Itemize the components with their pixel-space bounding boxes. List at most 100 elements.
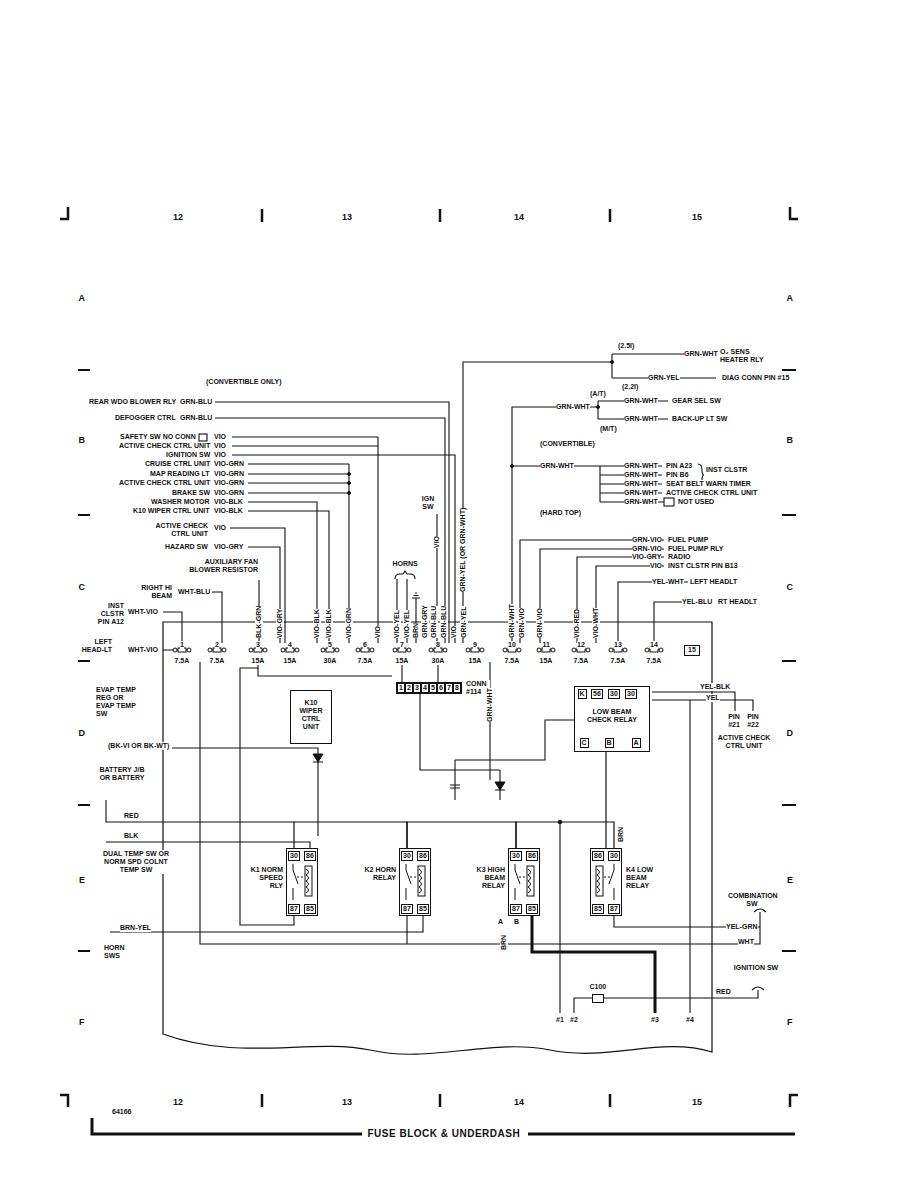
wire-label: CRUISE CTRL UNIT (145, 460, 210, 468)
wire-label: RT HEADLT (718, 598, 757, 606)
wire-label: GRN-BLU (180, 414, 212, 422)
grid-reference: 14 (514, 212, 524, 222)
relay-name: K3 HIGH BEAM RELAY (467, 866, 505, 890)
pin-number: 6 (439, 684, 443, 692)
wire-label: GRN-YEL (460, 607, 468, 639)
relay-name: K4 LOW BEAM RELAY (626, 866, 664, 890)
grid-frame (60, 207, 798, 1134)
wire-label: (HARD TOP) (540, 509, 581, 517)
fuse-number: 4 (288, 641, 292, 649)
fuse-rating: 15A (540, 657, 553, 665)
wire-label: VIO (450, 626, 458, 638)
grid-reference: 12 (173, 1097, 183, 1107)
wire-label: BRAKE SW (172, 489, 210, 497)
relay-pin: 86 (417, 851, 429, 861)
wire-label: VIO (650, 562, 662, 570)
wire-label: AUXILIARY FAN BLOWER RESISTOR (188, 558, 258, 574)
wire-label: LEFT HEAD-LT (80, 638, 112, 654)
fuse-number: 3 (256, 641, 260, 649)
wire-label: BATTERY J/B OR BATTERY (97, 766, 147, 782)
wire-label: BRN (500, 935, 508, 950)
relay-pin: 30 (608, 689, 620, 699)
fuse-symbol (173, 648, 663, 652)
wire-label: SEAT BELT WARN TIMER (666, 480, 751, 488)
wire-label: VIO (214, 433, 226, 441)
wire-label: (BK-VI OR BK-WT) (108, 742, 169, 750)
grid-reference: 14 (514, 1097, 524, 1107)
pin-number: 8 (455, 684, 459, 692)
fuse-rating: 7.5A (505, 657, 520, 665)
connector-box: C100 (592, 994, 604, 1003)
wire-label: NOT USED (678, 498, 714, 506)
wire-label: BLK (124, 832, 138, 840)
wire-label: O₂ SENS HEATER RLY (720, 348, 768, 364)
wire (248, 502, 329, 643)
fuse-number: 1 (180, 641, 184, 649)
diode-symbol (495, 782, 505, 790)
relay-box: K1 NORM SPEED RLY30868785 (286, 848, 318, 916)
fuse-number: 11 (543, 641, 550, 649)
wire-label: GRN-BLU (180, 398, 212, 406)
wire-label: GRN-WHT (624, 480, 658, 488)
relay-pin: 56 (591, 689, 603, 699)
wire-label: RADIO (668, 553, 691, 561)
relay-symbol (527, 866, 534, 896)
wire-label: VIO (433, 536, 441, 548)
wire-label: VIO-GRN (214, 460, 244, 468)
wire-label: VIO (214, 524, 226, 532)
fuse-number: 8 (436, 641, 440, 649)
page-title: FUSE BLOCK & UNDERDASH (368, 1128, 521, 1140)
connector-pin: 3 (413, 683, 421, 693)
relay-box: K563030LOW BEAM CHECK RELAYCBA (574, 686, 650, 752)
pin-number: 5 (431, 684, 435, 692)
wire (199, 434, 207, 441)
wire-label: GRN-WHT (556, 403, 590, 411)
wire-label: VIO-BLK (214, 507, 243, 515)
wire-label: VIO-GRY (214, 543, 243, 551)
wire (258, 668, 392, 676)
wire-label: REAR WDO BLOWER RLY (89, 398, 176, 406)
wire-label: GRN-GRY (421, 605, 429, 638)
fuse-number: 15 (688, 646, 696, 654)
relay-pin: 85 (417, 904, 429, 914)
diode-symbol (348, 482, 351, 485)
relay-pin: 30 (510, 851, 522, 861)
relay-symbol (418, 866, 425, 896)
wire-label: ACTIVE CHECK CTRL UNIT (119, 479, 210, 487)
fuse-number: 10 (508, 641, 516, 649)
wire (560, 822, 764, 1013)
wire-label: VIO-BLK (214, 498, 243, 506)
fuse-number: 12 (577, 641, 585, 649)
control-unit-box: K10 WIPER CTRL UNIT (290, 690, 332, 744)
fuse-rating: 30A (432, 657, 445, 665)
connector-pin: 1 (397, 683, 405, 693)
relay-symbol (602, 864, 614, 900)
wire (455, 720, 574, 760)
wire-label: GRN-WHT (624, 397, 658, 405)
wire (512, 401, 668, 643)
wire (412, 593, 420, 643)
wire-label: GRN-WHT (624, 462, 658, 470)
wire-label: WASHER MOTOR (151, 498, 210, 506)
fuse-number: 14 (650, 641, 658, 649)
wire (652, 692, 753, 711)
wire-label: SAFETY SW NO CONN (120, 433, 196, 441)
relay-pin: 87 (608, 904, 620, 914)
wire-label: HORN SWS (104, 944, 134, 960)
grid-reference: 15 (692, 212, 702, 222)
relay-symbol (293, 864, 305, 900)
fuse-rating: 30A (324, 657, 337, 665)
wire (664, 498, 674, 506)
relay-symbol (293, 864, 614, 900)
connector-pin: 4 (421, 683, 429, 693)
fuse-rating: 7.5A (574, 657, 589, 665)
wire-label: IGN SW (416, 495, 440, 511)
wire-label: YEL-GRN (726, 923, 758, 931)
wire-label: BACK-UP LT SW (672, 415, 727, 423)
fuse-number: 6 (363, 641, 367, 649)
grid-frame (60, 207, 798, 1107)
wire-label: ACTIVE CHECK CTRL UNIT (119, 442, 210, 450)
wire-label: GRN-WHT (624, 498, 658, 506)
wire-label: GRN-VIO (632, 536, 662, 544)
relay-box: K4 LOW BEAM RELAY86308587 (590, 848, 622, 916)
